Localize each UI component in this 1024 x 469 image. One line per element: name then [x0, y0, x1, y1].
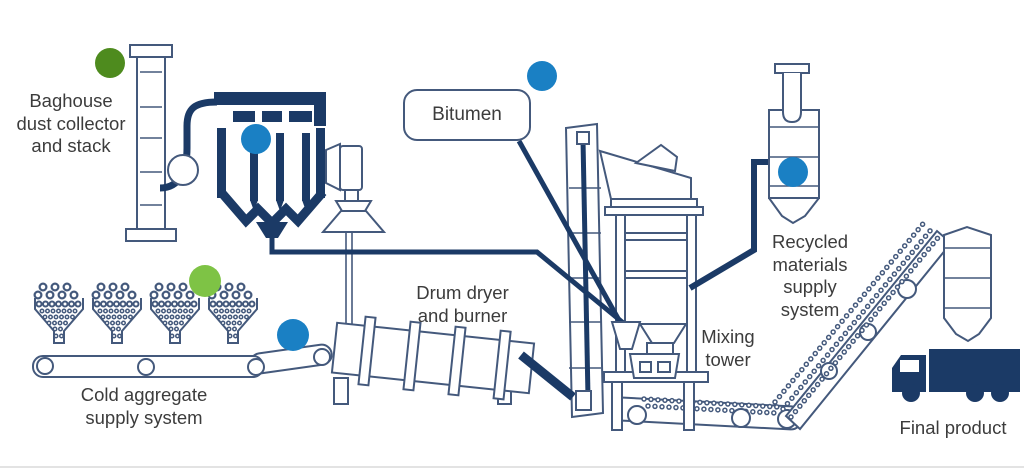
- aggregate-hopper: [93, 287, 141, 343]
- mixer: [610, 321, 688, 379]
- tower-leg: [611, 381, 623, 431]
- aggregate-hopper: [209, 287, 257, 343]
- fan-icon: [167, 154, 199, 186]
- tower-leg: [683, 381, 695, 431]
- incline-conveyor: [772, 216, 953, 431]
- conveyor-marker: [277, 319, 309, 351]
- label-baghouse: Baghouse dust collector and stack: [16, 90, 126, 157]
- aggregate-marker: [189, 265, 221, 297]
- drum-discharge-chute: [518, 351, 576, 401]
- truck-icon: [892, 349, 1020, 402]
- aggregate-hopper: [151, 287, 199, 343]
- recycled-marker: [778, 157, 808, 187]
- stack-marker: [95, 48, 125, 78]
- label-drum-dryer: Drum dryer and burner: [416, 282, 509, 326]
- label-mixing-tower: Mixing tower: [701, 326, 755, 370]
- label-recycled: Recycled materials supply system: [771, 231, 849, 320]
- bucket-elevator: [564, 122, 605, 419]
- screen-deck: [598, 143, 692, 200]
- recycled-feed-pipe: [688, 159, 769, 291]
- exhaust-stack: [125, 44, 177, 242]
- burner-assembly: [320, 142, 387, 327]
- baghouse-marker: [241, 124, 271, 154]
- aggregate-hopper: [35, 287, 83, 343]
- page-edge-divider: [0, 466, 1024, 468]
- recycled-silo: [768, 63, 820, 225]
- elevator-boot: [575, 390, 592, 411]
- label-bitumen: Bitumen: [432, 104, 502, 125]
- elevator-top-cap: [576, 131, 590, 145]
- label-final-product: Final product: [899, 417, 1007, 438]
- baghouse-dust-collector: [214, 92, 327, 238]
- dust-return-pipe: [269, 230, 629, 328]
- bitumen-pipe: [516, 139, 623, 324]
- bitumen-marker: [527, 61, 557, 91]
- cold-feed-conveyor: [32, 343, 333, 378]
- bitumen-callout: [403, 89, 531, 141]
- drum-dryer: [330, 315, 536, 405]
- storage-silo: [943, 225, 992, 343]
- label-cold-aggregate: Cold aggregate supply system: [80, 384, 208, 428]
- aggregate-hoppers: [35, 287, 257, 343]
